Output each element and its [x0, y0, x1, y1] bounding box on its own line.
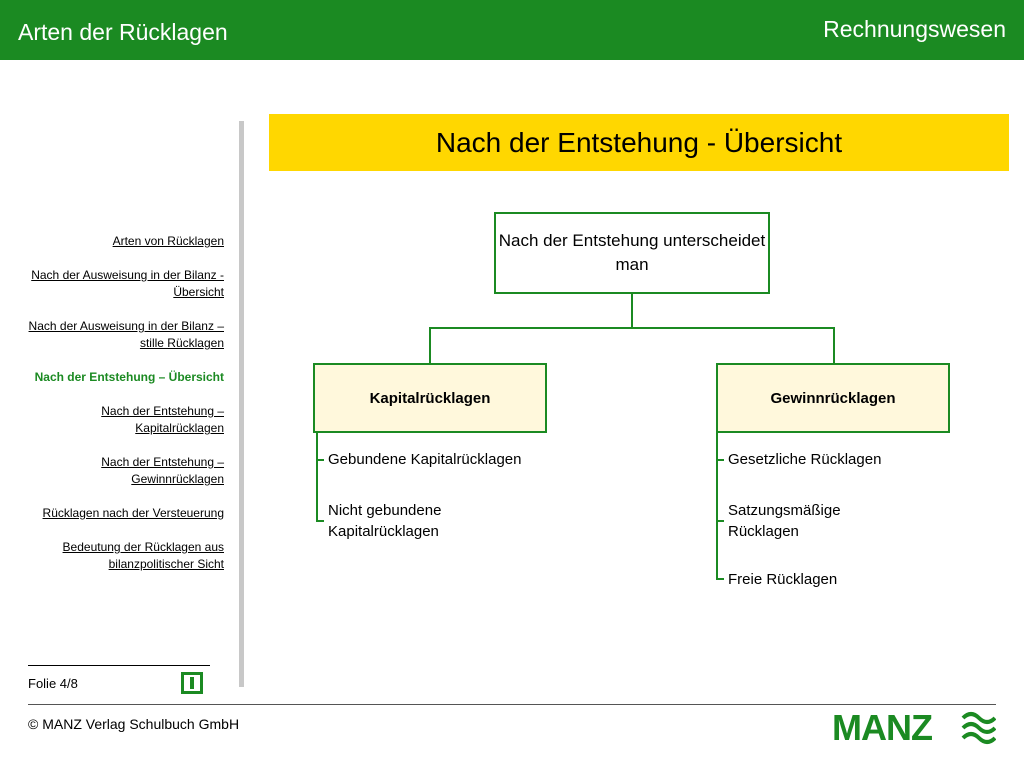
sidebar-nav: Arten von Rücklagen Nach der Ausweisung …: [20, 233, 224, 590]
header-bar: Arten der Rücklagen Rechnungswesen: [0, 0, 1024, 60]
left-branch-vertical: [316, 433, 318, 521]
right-branch-tick-3: [716, 578, 724, 580]
nav-link-versteuerung[interactable]: Rücklagen nach der Versteuerung: [42, 506, 224, 520]
header-title: Arten der Rücklagen: [18, 19, 228, 45]
footer-divider-short: [28, 665, 210, 666]
connector-right-down: [833, 327, 835, 363]
right-branch-tick-2: [716, 520, 724, 522]
left-branch-tick-2: [316, 520, 324, 522]
connector-root-down: [631, 294, 633, 328]
home-button-icon[interactable]: [181, 672, 203, 694]
right-item-gesetzlich: Gesetzliche Rücklagen: [728, 451, 882, 468]
header-subject: Rechnungswesen: [823, 16, 1006, 42]
slide-title: Nach der Entstehung - Übersicht: [269, 114, 1009, 171]
diagram-root-node: Nach der Entstehung unterscheidet man: [494, 212, 770, 294]
right-item-frei: Freie Rücklagen: [728, 571, 838, 588]
footer-divider: [28, 704, 996, 705]
slide-number: Folie 4/8: [28, 676, 78, 691]
manz-logo: MANZ: [832, 707, 996, 746]
copyright-text: © MANZ Verlag Schulbuch GmbH: [28, 716, 240, 732]
nav-link-ausweisung-uebersicht[interactable]: Nach der Ausweisung in der Bilanz - Über…: [31, 268, 224, 299]
right-branch-vertical: [716, 433, 718, 579]
nav-link-entstehung-gewinn[interactable]: Nach der Entstehung – Gewinnrücklagen: [101, 455, 224, 486]
nav-link-arten[interactable]: Arten von Rücklagen: [112, 234, 224, 248]
left-item-nicht-gebunden: Nicht gebundene Kapitalrücklagen: [328, 502, 442, 540]
nav-link-ausweisung-stille[interactable]: Nach der Ausweisung in der Bilanz – stil…: [28, 319, 224, 350]
nav-link-entstehung-uebersicht[interactable]: Nach der Entstehung – Übersicht: [34, 370, 224, 384]
connector-left-down: [429, 327, 431, 363]
connector-horizontal: [429, 327, 835, 329]
nav-link-bilanzpolitik[interactable]: Bedeutung der Rücklagen aus bilanzpoliti…: [62, 540, 224, 571]
left-item-gebunden: Gebundene Kapitalrücklagen: [328, 451, 522, 468]
logo-text: MANZ: [832, 707, 932, 746]
left-branch-tick-1: [316, 459, 324, 461]
category-gewinnruecklagen: Gewinnrücklagen: [716, 363, 950, 433]
right-branch-tick-1: [716, 459, 724, 461]
sidebar-divider: [239, 121, 244, 687]
category-kapitalruecklagen: Kapitalrücklagen: [313, 363, 547, 433]
right-item-satzung: Satzungsmäßige Rücklagen: [728, 502, 841, 540]
nav-link-entstehung-kapital[interactable]: Nach der Entstehung – Kapitalrücklagen: [101, 404, 224, 435]
logo-mark-icon: [961, 712, 996, 744]
